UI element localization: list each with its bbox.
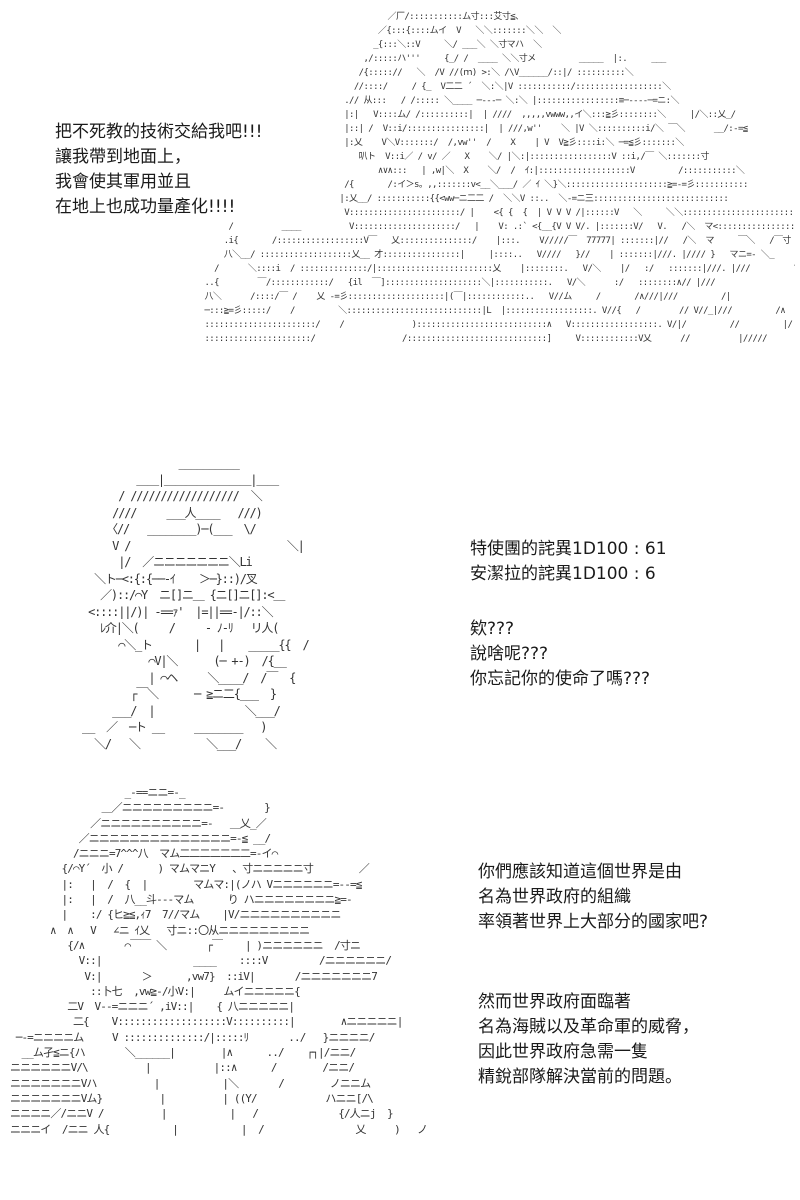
ascii-art-scientist-on-tank: ／厂/:::::::::::ム寸:::艾寸≦、 ／{:::{::::ムイ V ＼…: [204, 12, 795, 344]
speech-line: 欸???: [470, 619, 515, 639]
ascii-art-officer-portrait: __________ ＿＿|＿＿＿＿＿＿＿＿|＿＿ / ////////////…: [82, 456, 310, 751]
speech-block-request: 把不死教的技術交給我吧!!! 讓我帶到地面上， 我會使其軍用並且 在地上也成功量…: [55, 120, 262, 220]
speech-line: 名為海賊以及革命軍的威脅，: [478, 1017, 699, 1037]
speech-line: 我會使其軍用並且: [55, 172, 191, 192]
speech-block-world-government: 你們應該知道這個世界是由 名為世界政府的組織 率領著世界上大部分的國家吧?: [478, 860, 708, 935]
speech-line: 把不死教的技術交給我吧!!!: [55, 122, 263, 142]
dice-roll-line: 安潔拉的詫異1D100 : 6: [470, 564, 656, 584]
speech-line: 說啥呢???: [470, 644, 549, 664]
speech-line: 在地上也成功量產化!!!!: [55, 197, 236, 217]
speech-line: 你們應該知道這個世界是由: [478, 862, 682, 882]
dice-roll-line: 特使團的詫異1D100 : 61: [470, 539, 667, 559]
speech-line: 精銳部隊解決當前的問題。: [478, 1067, 682, 1087]
speech-line: 因此世界政府急需一隻: [478, 1042, 648, 1062]
speech-block-threats: 然而世界政府面臨著 名為海賊以及革命軍的威脅， 因此世界政府急需一隻 精銳部隊解…: [478, 990, 699, 1090]
dice-roll-block: 特使團的詫異1D100 : 61 安潔拉的詫異1D100 : 6: [470, 537, 667, 587]
speech-line: 你忘記你的使命了嗎???: [470, 669, 651, 689]
speech-line: 率領著世界上大部分的國家吧?: [478, 912, 709, 932]
speech-block-surprise: 欸??? 說啥呢??? 你忘記你的使命了嗎???: [470, 617, 650, 692]
speech-line: 然而世界政府面臨著: [478, 992, 631, 1012]
speech-line: 讓我帶到地面上，: [55, 147, 191, 167]
speech-line: 名為世界政府的組織: [478, 887, 631, 907]
ascii-art-bearded-man: _-==ニニ=-_ ＿／ニニニニニニニニニ=- } ／ニニニニニニニニニニ=- …: [10, 786, 428, 1136]
